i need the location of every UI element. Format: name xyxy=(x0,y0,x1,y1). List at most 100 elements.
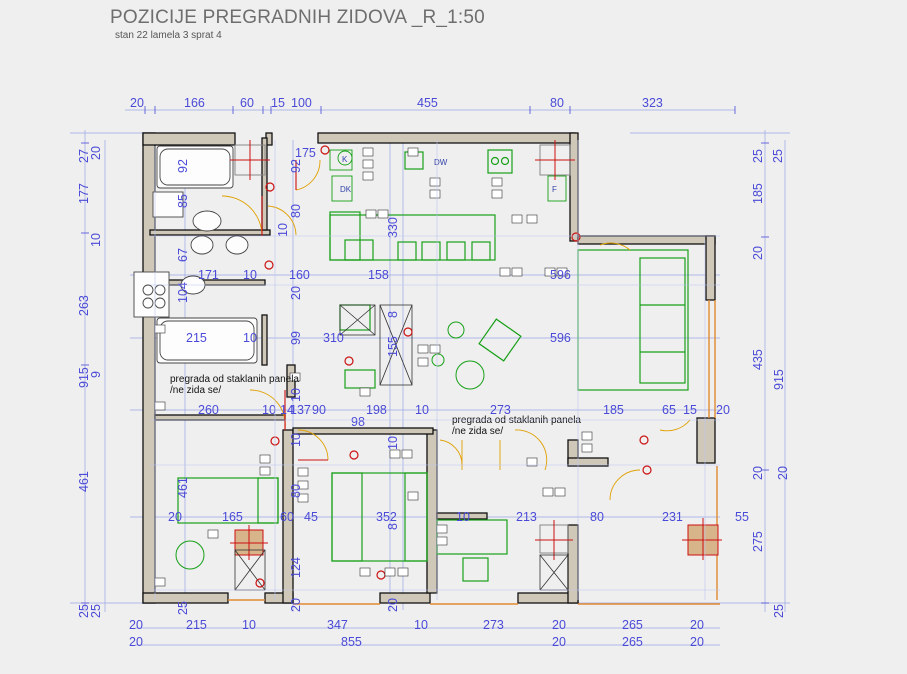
dimensions-top: 20 166 60 15 100 455 80 323 xyxy=(130,96,663,110)
dim-top-4: 100 xyxy=(291,96,312,110)
drawing-subtitle: stan 22 lamela 3 sprat 4 xyxy=(115,30,222,41)
dim-top-1: 166 xyxy=(184,96,205,110)
dim-bot1-3: 347 xyxy=(327,618,348,632)
door-leaves xyxy=(261,160,328,461)
dimension-ticks xyxy=(81,106,769,604)
glass-note-left-2: /ne zida se/ xyxy=(170,385,221,396)
dim-int-50: 20 xyxy=(289,598,303,612)
dim-left-4: 461 xyxy=(77,471,91,492)
dim-int-47: 80 xyxy=(289,484,303,498)
dim-int-8: 330 xyxy=(386,217,400,238)
glass-note-right-2: /ne zida se/ xyxy=(452,426,503,437)
dim-int-28: 273 xyxy=(490,403,511,417)
dimensions-left: 27 177 263 915 461 25 20 10 9 25 xyxy=(77,146,103,618)
dim-int-43: 80 xyxy=(590,510,604,524)
dim-right-in-2: 20 xyxy=(751,466,765,480)
dim-int-46: 124 xyxy=(289,557,303,578)
dim-int-35: 461 xyxy=(176,477,190,498)
appliance-labels: DW K DK F xyxy=(340,155,557,194)
dim-int-51: 20 xyxy=(386,598,400,612)
glass-partitions xyxy=(228,300,720,605)
dim-left-3: 915 xyxy=(77,367,91,388)
dim-bot1-1: 215 xyxy=(186,618,207,632)
dim-bot1-7: 265 xyxy=(622,618,643,632)
walls xyxy=(142,132,716,604)
dim-int-42: 213 xyxy=(516,510,537,524)
round-furniture xyxy=(175,321,485,570)
dim-right-4: 275 xyxy=(751,531,765,552)
dim-int-45: 55 xyxy=(735,510,749,524)
dim-int-0: 92 xyxy=(176,159,190,173)
dim-int-2: 67 xyxy=(176,248,190,262)
dim-int-32: 20 xyxy=(716,403,730,417)
dim-int-39: 45 xyxy=(304,510,318,524)
dim-top-7: 323 xyxy=(642,96,663,110)
dim-int-34: 10 xyxy=(289,433,303,447)
dim-int-26: 198 xyxy=(366,403,387,417)
dim-left-0: 27 xyxy=(77,149,91,163)
dim-right-1: 185 xyxy=(751,183,765,204)
dim-int-44: 231 xyxy=(662,510,683,524)
dim-bot1-6: 20 xyxy=(552,618,566,632)
dim-right-2: 435 xyxy=(751,349,765,370)
dim-int-38: 60 xyxy=(280,510,294,524)
k-label: K xyxy=(342,155,348,164)
dim-int-9: 171 xyxy=(198,268,219,282)
furniture xyxy=(177,149,689,582)
dim-int-23: 137 xyxy=(290,403,311,417)
dim-right-3: 915 xyxy=(772,369,786,390)
dim-bot2-4: 20 xyxy=(690,635,704,649)
dim-int-49: 25 xyxy=(176,601,190,615)
partition-notes: pregrada od staklanih panela /ne zida se… xyxy=(170,374,581,437)
dim-int-29: 185 xyxy=(603,403,624,417)
dim-int-17: 310 xyxy=(323,331,344,345)
dim-int-14: 215 xyxy=(186,331,207,345)
electrical-sockets xyxy=(154,147,593,587)
dim-int-53: 10 xyxy=(289,388,303,402)
dim-int-31: 15 xyxy=(683,403,697,417)
dim-left-in-2: 9 xyxy=(89,371,103,378)
dim-int-30: 65 xyxy=(662,403,676,417)
installation-shafts xyxy=(230,140,722,560)
sanitary-fixtures xyxy=(133,145,567,364)
dim-right-0: 25 xyxy=(751,149,765,163)
dim-int-12: 158 xyxy=(368,268,389,282)
dim-top-5: 455 xyxy=(417,96,438,110)
dim-left-in-1: 10 xyxy=(89,233,103,247)
dim-int-36: 20 xyxy=(168,510,182,524)
dishwasher-label: DW xyxy=(434,158,448,167)
dim-bot2-3: 265 xyxy=(622,635,643,649)
dim-int-54: 20 xyxy=(289,286,303,300)
interior-dimensions: 92 85 67 104 92 80 10 175 330 171 10 160… xyxy=(168,146,790,615)
dim-left-5: 25 xyxy=(77,604,91,618)
dim-bot1-0: 20 xyxy=(129,618,143,632)
dim-left-1: 177 xyxy=(77,183,91,204)
dim-int-19: 8 xyxy=(386,311,400,318)
dim-int-37: 165 xyxy=(222,510,243,524)
dim-int-33: 98 xyxy=(351,415,365,429)
dim-bot1-8: 20 xyxy=(690,618,704,632)
dim-int-1: 85 xyxy=(176,194,190,208)
dim-int-52: 20 xyxy=(776,466,790,480)
dim-left-in-3: 25 xyxy=(89,604,103,618)
dim-int-4: 92 xyxy=(289,159,303,173)
dim-top-0: 20 xyxy=(130,96,144,110)
bathtub-lower xyxy=(156,317,258,364)
dim-bot2-0: 20 xyxy=(129,635,143,649)
dim-top-6: 80 xyxy=(550,96,564,110)
dim-int-18: 155 xyxy=(386,336,400,357)
dim-int-20: 596 xyxy=(550,331,571,345)
dim-int-24: 14 xyxy=(280,403,294,417)
dim-int-15: 10 xyxy=(243,331,257,345)
dim-left-2: 263 xyxy=(77,295,91,316)
dim-bot2-1: 855 xyxy=(341,635,362,649)
dim-int-13: 596 xyxy=(550,268,571,282)
dim-int-27: 10 xyxy=(415,403,429,417)
dim-right-5: 25 xyxy=(772,604,786,618)
dim-right-in-0: 25 xyxy=(771,149,785,163)
dim-bot1-4: 10 xyxy=(414,618,428,632)
glass-note-right: pregrada od staklanih panela xyxy=(452,415,581,426)
dim-int-7: 175 xyxy=(295,146,316,160)
dim-bot1-5: 273 xyxy=(483,618,504,632)
